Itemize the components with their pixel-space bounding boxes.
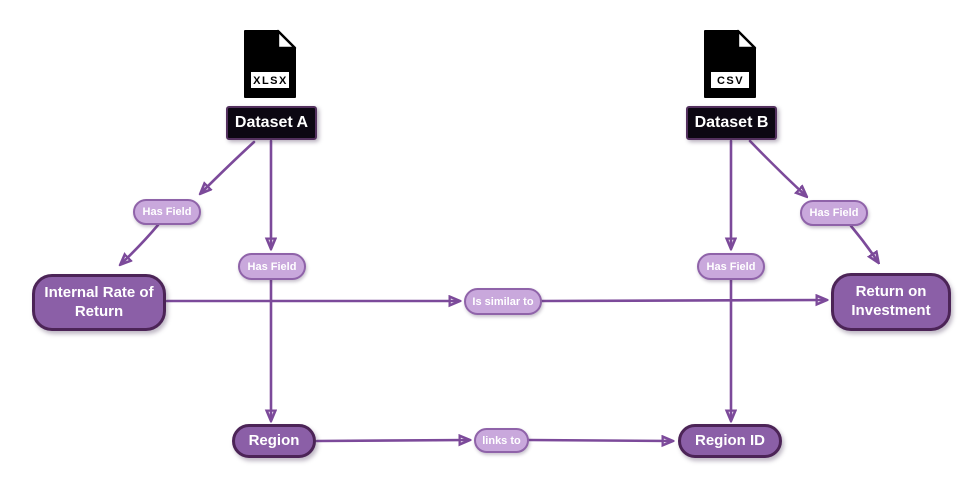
node-return-on-investment[interactable]: Return on Investment [831, 273, 951, 331]
edge-has-field-diag-to-irr [121, 223, 160, 264]
edge-label-is-similar-to[interactable]: Is similar to [464, 288, 542, 315]
edge-label-text: Has Field [809, 207, 859, 219]
node-dataset-a[interactable]: Dataset A [226, 106, 317, 140]
edge-label-text: Has Field [247, 260, 297, 273]
edge-label-text: links to [482, 434, 521, 447]
edge-label-text: Is similar to [472, 295, 534, 308]
edge-label-has-field-a-vert[interactable]: Has Field [238, 253, 306, 280]
dataset-b-label: Dataset B [694, 114, 769, 131]
dataset-a-label: Dataset A [234, 114, 309, 131]
file-type-label: XLSX [253, 75, 288, 87]
node-label: Return on Investment [851, 283, 931, 319]
edge-label-text: Has Field [706, 260, 756, 273]
edge-region-to-links-to [315, 440, 469, 441]
edge-label-has-field-b-diag[interactable]: Has Field [800, 200, 868, 226]
edge-label-links-to[interactable]: links to [474, 428, 529, 453]
node-label: Internal Rate of Return [44, 283, 154, 320]
xlsx-file-icon: XLSX [244, 29, 297, 98]
node-label: Region ID [695, 431, 765, 449]
node-region-id[interactable]: Region ID [678, 424, 782, 458]
file-type-label: CSV [717, 75, 744, 87]
edge-has-field-diag-to-roi [849, 224, 878, 262]
edge-links-to-to-region-id [527, 440, 672, 441]
edge-label-has-field-b-vert[interactable]: Has Field [697, 253, 765, 280]
edge-is-similar-to-roi [540, 300, 826, 301]
edge-dataset-b-to-has-field-diag [748, 139, 806, 196]
node-region[interactable]: Region [232, 424, 316, 458]
node-label: Region [248, 431, 300, 449]
node-internal-rate-of-return[interactable]: Internal Rate of Return [32, 274, 166, 331]
node-dataset-b[interactable]: Dataset B [686, 106, 777, 140]
edge-label-has-field-a-diag[interactable]: Has Field [133, 199, 201, 225]
edge-dataset-a-to-has-field-diag [201, 140, 256, 193]
csv-file-icon: CSV [704, 29, 757, 98]
edge-label-text: Has Field [142, 206, 192, 218]
